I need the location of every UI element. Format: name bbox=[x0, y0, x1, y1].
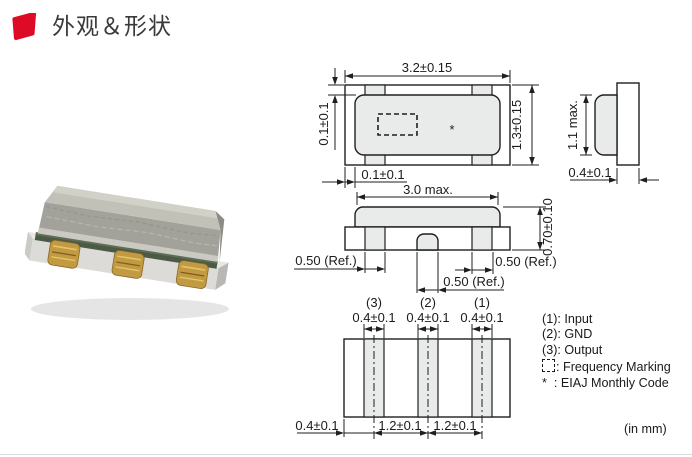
legend-key: (2): bbox=[542, 327, 561, 342]
dim-bottom-pad1-width: 0.4±0.1 bbox=[460, 310, 503, 325]
legend-item-frequency-marking: : Frequency Marking bbox=[542, 358, 671, 375]
dim-bottom-pad2-width: 0.4±0.1 bbox=[406, 310, 449, 325]
top-view: * 3.2±0.15 0.1±0.1 1.3±0.15 0.1±0.1 bbox=[316, 60, 539, 188]
legend-item-output: (3): Output bbox=[542, 343, 671, 358]
dim-bottom-edge: 0.4±0.1 bbox=[295, 418, 338, 433]
dim-top-margin: 0.1±0.1 bbox=[316, 102, 331, 145]
terminal-labels: (3) (2) (1) bbox=[366, 295, 490, 310]
dim-front-left-pad: 0.50 (Ref.) bbox=[295, 253, 356, 268]
dim-front-right-pad: 0.50 (Ref.) bbox=[495, 254, 556, 269]
dim-bottom-pad3-width: 0.4±0.1 bbox=[352, 310, 395, 325]
gold-terminal bbox=[47, 239, 81, 269]
legend-label: Input bbox=[564, 312, 593, 326]
dim-front-width: 3.0 max. bbox=[403, 182, 453, 197]
photo-shadow bbox=[31, 298, 229, 320]
legend-item-input: (1): Input bbox=[542, 312, 671, 327]
front-view: 3.0 max. 0.70±0.10 0.50 (Ref.) 0.50 (Ref… bbox=[294, 182, 557, 293]
dim-front-height: 0.70±0.10 bbox=[540, 198, 555, 256]
dimension-drawing: * 3.2±0.15 0.1±0.1 1.3±0.15 0.1±0.1 bbox=[294, 60, 659, 440]
legend-label: Output bbox=[564, 342, 603, 357]
gold-terminal bbox=[111, 250, 145, 279]
terminal-3-label: (3) bbox=[366, 295, 382, 310]
units-note: (in mm) bbox=[624, 422, 667, 436]
legend-key: (1): bbox=[542, 312, 561, 326]
dim-left-margin: 0.1±0.1 bbox=[361, 167, 404, 182]
dim-side-terminal-width: 0.4±0.1 bbox=[568, 165, 611, 180]
section-header: 外观＆形状 bbox=[10, 12, 172, 45]
dim-top-height: 1.3±0.15 bbox=[509, 100, 524, 151]
legend-key: (3): bbox=[542, 342, 561, 357]
dim-side-height: 1.1 max. bbox=[565, 100, 580, 150]
page-title: 外观＆形状 bbox=[52, 13, 172, 39]
terminal-1-label: (1) bbox=[474, 295, 490, 310]
component-photo bbox=[25, 185, 229, 320]
dim-bottom-pitch-2: 1.2±0.1 bbox=[433, 418, 476, 433]
legend-label: Frequency Marking bbox=[563, 360, 671, 375]
side-view: 1.1 max. 0.4±0.1 bbox=[565, 82, 659, 184]
legend-key: * : bbox=[542, 375, 558, 390]
legend-key: : bbox=[556, 360, 560, 375]
legend-item-eiaj-code: * : EIAJ Monthly Code bbox=[542, 376, 671, 391]
legend-label: EIAJ Monthly Code bbox=[560, 375, 669, 390]
resonator-body-3d bbox=[25, 185, 229, 290]
dim-top-width: 3.2±0.15 bbox=[402, 60, 453, 75]
legend-item-gnd: (2): GND bbox=[542, 327, 671, 342]
dim-front-center-pad: 0.50 (Ref.) bbox=[443, 274, 504, 289]
terminal-legend: (1): Input (2): GND (3): Output : Freque… bbox=[542, 312, 671, 391]
bottom-divider bbox=[0, 454, 692, 455]
eiaj-code-asterisk: * bbox=[449, 122, 454, 137]
dim-bottom-pitch-1: 1.2±0.1 bbox=[378, 418, 421, 433]
legend-label: GND bbox=[564, 327, 593, 342]
bottom-view: 0.4±0.1 0.4±0.1 0.4±0.1 bbox=[295, 310, 511, 440]
dashed-box-icon bbox=[542, 359, 555, 373]
gold-terminal bbox=[175, 260, 209, 289]
terminal-2-label: (2) bbox=[420, 295, 436, 310]
frequency-marking-box bbox=[377, 113, 418, 136]
red-accent-icon bbox=[12, 13, 37, 41]
